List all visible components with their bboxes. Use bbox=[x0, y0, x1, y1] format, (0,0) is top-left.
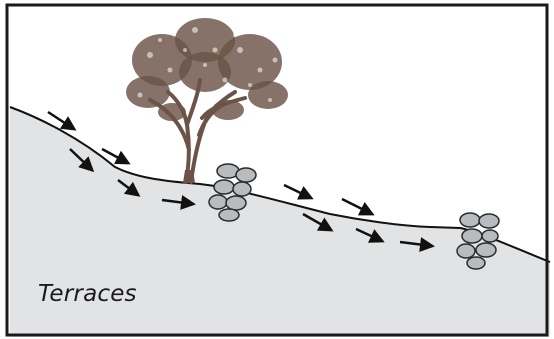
runoff-arrow-icon bbox=[302, 212, 334, 232]
runoff-arrow-icon bbox=[101, 147, 131, 165]
diagram-caption: Terraces bbox=[38, 281, 137, 307]
rock-wall-icon bbox=[456, 212, 500, 270]
hillside-surface-line bbox=[9, 106, 551, 263]
runoff-arrow-icon bbox=[341, 197, 375, 216]
hillside-ground bbox=[10, 107, 550, 337]
rock-wall-icon bbox=[208, 163, 257, 222]
runoff-arrow-icon bbox=[355, 227, 385, 243]
runoff-arrow-icon bbox=[117, 179, 141, 197]
tree-icon bbox=[126, 18, 288, 184]
diagram-frame bbox=[5, 3, 549, 337]
runoff-arrow-icon bbox=[69, 148, 95, 173]
runoff-arrow-icon bbox=[283, 183, 314, 200]
runoff-arrow-icon bbox=[47, 110, 77, 131]
runoff-arrow-icon bbox=[161, 195, 196, 210]
runoff-arrow-icon bbox=[399, 237, 435, 252]
